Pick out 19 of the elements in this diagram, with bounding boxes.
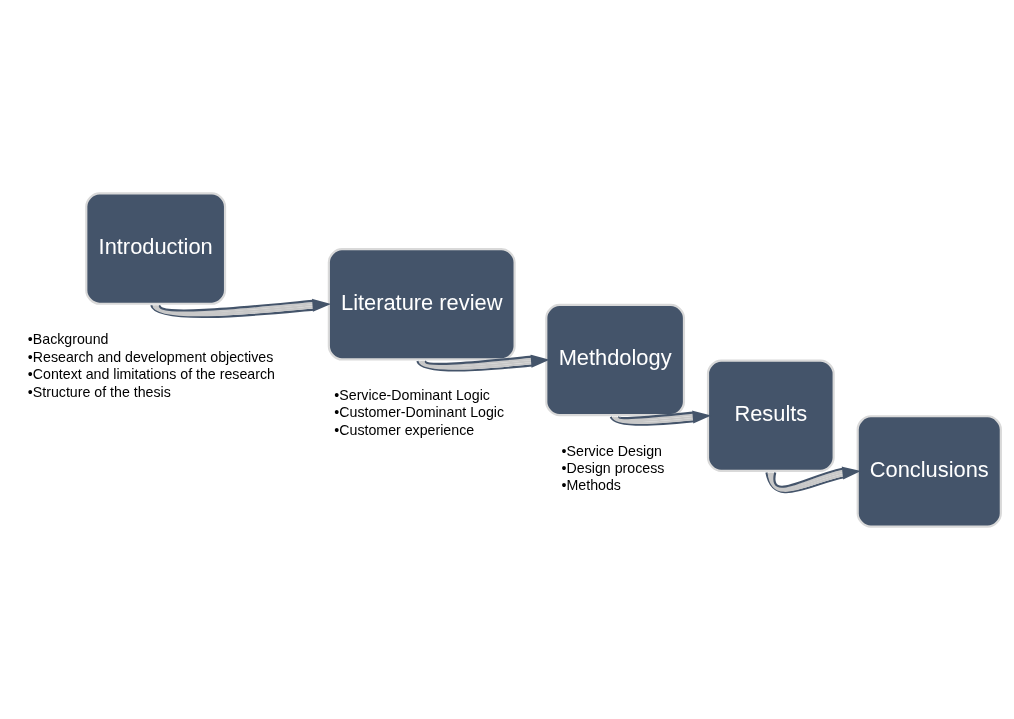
node-box: Introduction (84, 191, 226, 305)
node-label: •Context and limitations of the research (27, 365, 275, 382)
node-label: •Service Design (561, 442, 662, 458)
node-box: Literature review (327, 247, 516, 361)
node-label: •Service-Dominant Logic (333, 386, 490, 403)
node-label: •Design process (561, 459, 664, 476)
node-label: •Background (27, 330, 109, 347)
arrow (149, 298, 331, 318)
node-box: Methdology (544, 303, 685, 416)
node-box: Results (706, 358, 835, 472)
node-label: •Structure of the thesis (27, 382, 171, 399)
node-box: Conclusions (856, 414, 1002, 528)
node-label: •Research and development objectives (27, 348, 273, 365)
node-label: •Customer experience (333, 421, 474, 438)
arrow (416, 354, 550, 371)
node-label: •Methods (561, 476, 621, 493)
arrow (764, 466, 861, 493)
node-label: •Customer-Dominant Logic (333, 403, 504, 420)
arrow (609, 410, 711, 426)
